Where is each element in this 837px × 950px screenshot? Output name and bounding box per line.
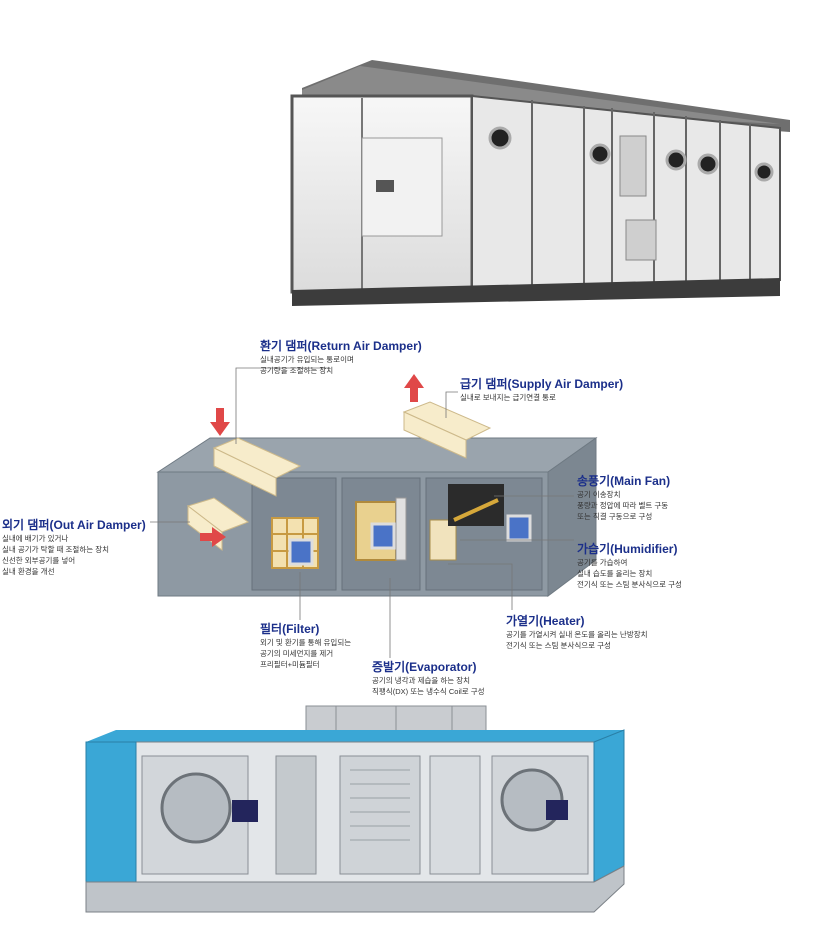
callout-line: 공기를 가열시켜 실내 온도를 올리는 난방장치 <box>506 630 648 639</box>
callout-line: 외기 및 환기를 통해 유입되는 <box>260 638 352 647</box>
callout-line: 실내 공기가 탁할 때 조절하는 장치 <box>2 545 110 554</box>
callout-evaporator: 증발기(Evaporator) 공기의 냉각과 제습을 하는 장치 직팽식(DX… <box>372 658 485 697</box>
callout-line: 신선한 외부공기를 넣어 <box>2 556 76 565</box>
callout-heater: 가열기(Heater) 공기를 가열시켜 실내 온도를 올리는 난방장치 전기식… <box>506 612 648 651</box>
callout-line: 실내로 보내지는 급기연결 통로 <box>460 393 556 402</box>
callout-out-damper: 외기 댐퍼(Out Air Damper) 실내에 배기가 있거나 실내 공기가… <box>2 516 146 577</box>
callout-title: 가열기(Heater) <box>506 614 585 628</box>
callout-filter: 필터(Filter) 외기 및 환기를 통해 유입되는 공기의 미세먼지를 제거… <box>260 620 351 670</box>
callout-title: 증발기(Evaporator) <box>372 660 477 674</box>
callout-line: 공기의 미세먼지를 제거 <box>260 649 334 658</box>
callout-humidifier: 가습기(Humidifier) 공기를 가습하여 실내 습도를 올리는 장치 전… <box>577 540 682 590</box>
return-air-damper <box>212 437 302 497</box>
callout-line: 실내 환경을 개선 <box>2 567 55 576</box>
arrow-down-icon <box>210 408 230 436</box>
callout-title: 가습기(Humidifier) <box>577 542 678 556</box>
callout-line: 공기의 냉각과 제습을 하는 장치 <box>372 676 471 685</box>
callout-title: 외기 댐퍼(Out Air Damper) <box>2 518 146 532</box>
ahu-cutaway-diagram <box>150 367 598 658</box>
arrow-up-icon <box>404 374 424 402</box>
supply-air-damper <box>402 401 492 459</box>
callout-line: 전기식 또는 스팀 분사식으로 구성 <box>577 580 682 589</box>
callout-return-damper: 환기 댐퍼(Return Air Damper) 실내공기가 유입되는 통로이며… <box>260 337 422 376</box>
callout-title: 송풍기(Main Fan) <box>577 474 671 488</box>
callout-line: 프리필터+미듐필터 <box>260 660 320 669</box>
callout-line: 공기를 가습하여 <box>577 558 628 567</box>
callout-main-fan: 송풍기(Main Fan) 공기 이송장치 풍량과 정압에 따라 벨트 구동 또… <box>577 472 670 522</box>
callout-line: 실내에 배기가 있거나 <box>2 534 69 543</box>
callout-line: 공기 이송장치 <box>577 490 621 499</box>
callout-title: 환기 댐퍼(Return Air Damper) <box>260 339 422 353</box>
callout-line: 직팽식(DX) 또는 냉수식 Coil로 구성 <box>372 687 485 696</box>
callout-title: 급기 댐퍼(Supply Air Damper) <box>460 377 624 391</box>
callout-supply-damper: 급기 댐퍼(Supply Air Damper) 실내로 보내지는 급기연결 통… <box>460 375 623 403</box>
ahu-unit-photo-top <box>290 60 790 306</box>
callout-line: 실내 습도를 올리는 장치 <box>577 569 653 578</box>
callout-title: 필터(Filter) <box>260 622 320 636</box>
callout-line: 전기식 또는 스팀 분사식으로 구성 <box>506 641 611 650</box>
arrow-right-icon <box>200 527 226 547</box>
callout-line: 풍량과 정압에 따라 벨트 구동 <box>577 501 669 510</box>
callout-line: 또는 직결 구동으로 구성 <box>577 512 653 521</box>
callout-line: 공기량을 조절하는 장치 <box>260 366 334 375</box>
callout-line: 실내공기가 유입되는 통로이며 <box>260 355 354 364</box>
